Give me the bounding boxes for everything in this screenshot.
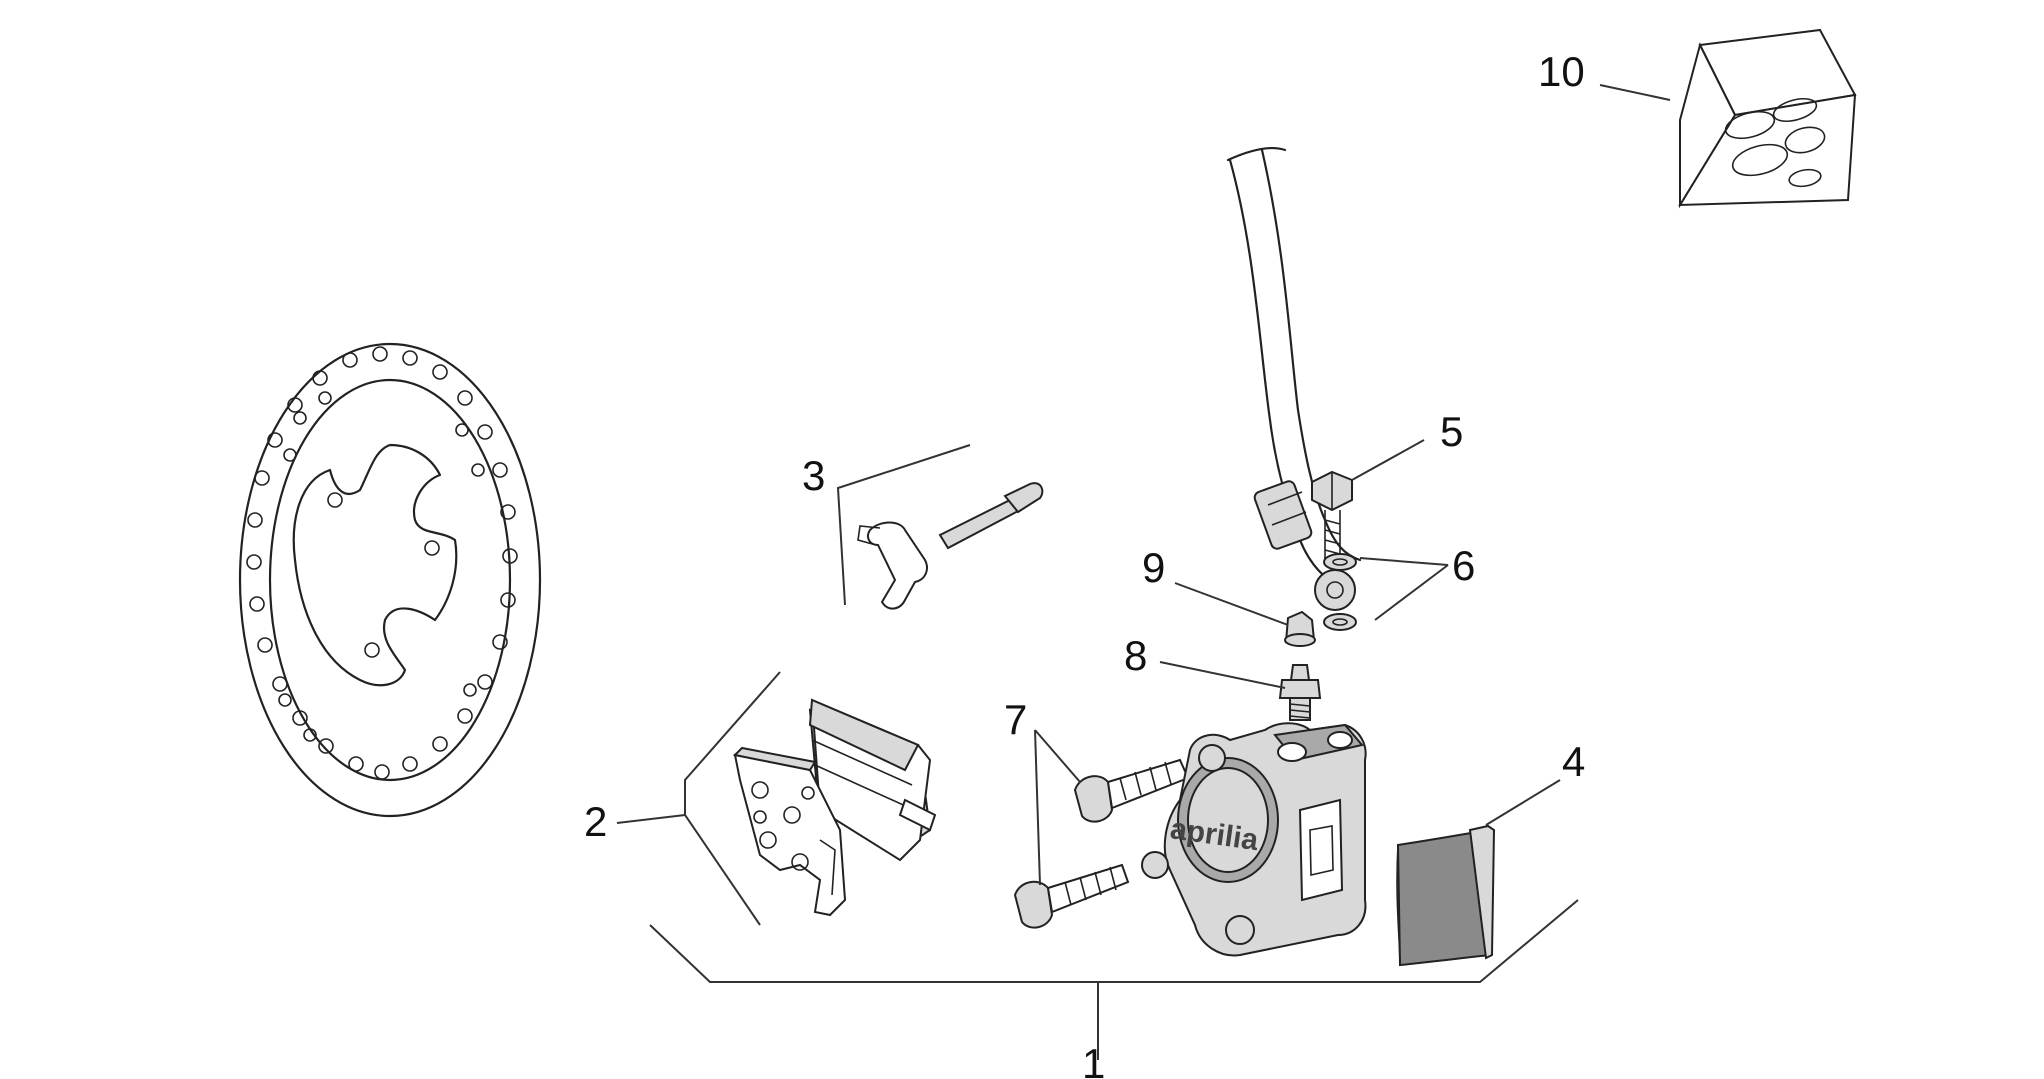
leader-lines	[616, 84, 1671, 1060]
brake-disc	[238, 342, 542, 818]
copper-washers	[1323, 553, 1357, 631]
callout-1: 1	[1082, 1040, 1105, 1079]
callout-6: 6	[1452, 542, 1475, 589]
pad-pin-and-clip	[857, 482, 1044, 610]
bleed-valve-cap	[1284, 610, 1316, 647]
bleed-valve	[1278, 664, 1322, 721]
callout-8: 8	[1124, 632, 1147, 679]
callout-2: 2	[584, 798, 607, 845]
brake-caliper: aprilia	[1141, 722, 1367, 957]
seal-kit-bag	[1678, 28, 1857, 209]
disc-holes	[246, 346, 518, 780]
callout-7: 7	[1004, 696, 1027, 743]
anti-rattle-plate	[1396, 824, 1496, 967]
callout-10: 10	[1538, 48, 1585, 95]
banjo-bolt	[1311, 470, 1353, 561]
brake-pads	[732, 698, 937, 917]
callout-labels: 1 2 3 4 5 6 7 8 9 10	[584, 48, 1585, 1079]
callout-5: 5	[1440, 408, 1463, 455]
brake-hose	[1226, 146, 1362, 611]
callout-3: 3	[802, 452, 825, 499]
callout-9: 9	[1142, 544, 1165, 591]
callout-4: 4	[1562, 738, 1585, 785]
caliper-bolts	[1013, 758, 1190, 929]
